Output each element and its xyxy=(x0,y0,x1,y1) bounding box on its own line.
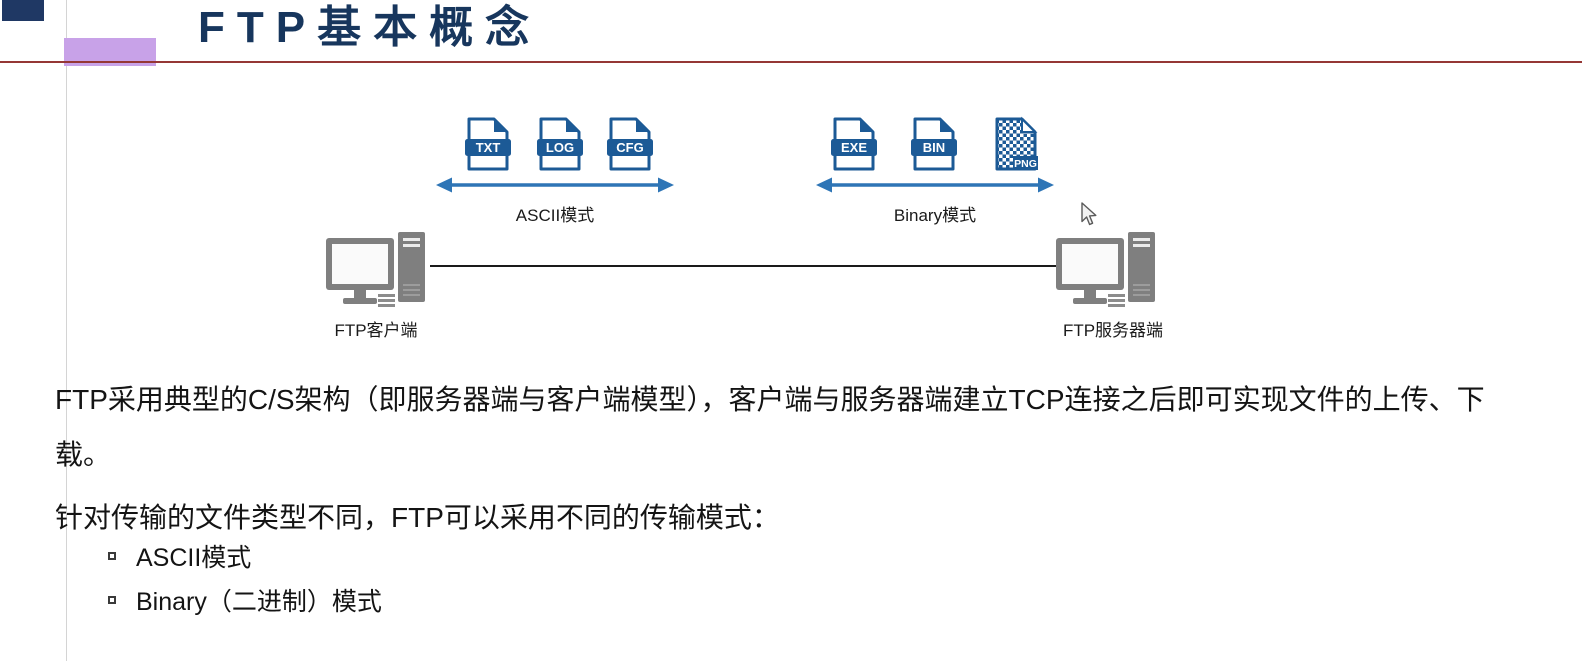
bin-file-icon-label: BIN xyxy=(923,140,945,155)
square-bullet-icon xyxy=(108,552,116,560)
cfg-file-icon-label: CFG xyxy=(616,140,643,155)
log-file-icon: LOG xyxy=(536,116,584,172)
bin-file-icon: BIN xyxy=(910,116,958,172)
ftp-server-label: FTP服务器端 xyxy=(1062,321,1164,340)
binary-arrow-icon xyxy=(814,174,1056,196)
slide-left-edge-line xyxy=(66,0,67,661)
exe-file-icon: EXE xyxy=(830,116,878,172)
square-bullet-icon xyxy=(108,596,116,604)
exe-file-icon-label: EXE xyxy=(841,140,867,155)
png-file-icon-label: PNG xyxy=(1014,158,1037,170)
bullet-text-ascii: ASCII模式 xyxy=(136,544,252,572)
client-computer-icon xyxy=(326,232,430,316)
title-divider-line xyxy=(0,61,1582,63)
ftp-client-label: FTP客户端 xyxy=(334,321,418,340)
server-computer-icon xyxy=(1056,232,1160,316)
corner-accent-square xyxy=(2,0,44,21)
binary-mode-label: Binary模式 xyxy=(893,206,977,225)
bullet-item-binary: Binary（二进制）模式 xyxy=(108,578,382,622)
ascii-mode-label: ASCII模式 xyxy=(515,206,595,225)
transfer-mode-bullet-list: ASCII模式 Binary（二进制）模式 xyxy=(108,534,382,622)
slide-title: FTP基本概念 xyxy=(198,3,542,52)
body-paragraph-transfer-modes: 针对传输的文件类型不同，FTP可以采用不同的传输模式： xyxy=(55,502,780,533)
bullet-item-ascii: ASCII模式 xyxy=(108,534,382,578)
client-server-connection-line xyxy=(430,265,1058,267)
ascii-arrow-icon xyxy=(434,174,676,196)
cfg-file-icon: CFG xyxy=(606,116,654,172)
body-paragraph-cs-architecture: FTP采用典型的C/S架构（即服务器端与客户端模型），客户端与服务器端建立TCP… xyxy=(55,384,1485,470)
txt-file-icon-label: TXT xyxy=(476,140,501,155)
png-file-icon: PNG xyxy=(992,116,1040,172)
log-file-icon-label: LOG xyxy=(546,140,574,155)
txt-file-icon: TXT xyxy=(464,116,512,172)
mouse-cursor-icon xyxy=(1078,202,1100,228)
bullet-text-binary: Binary（二进制）模式 xyxy=(136,588,382,616)
